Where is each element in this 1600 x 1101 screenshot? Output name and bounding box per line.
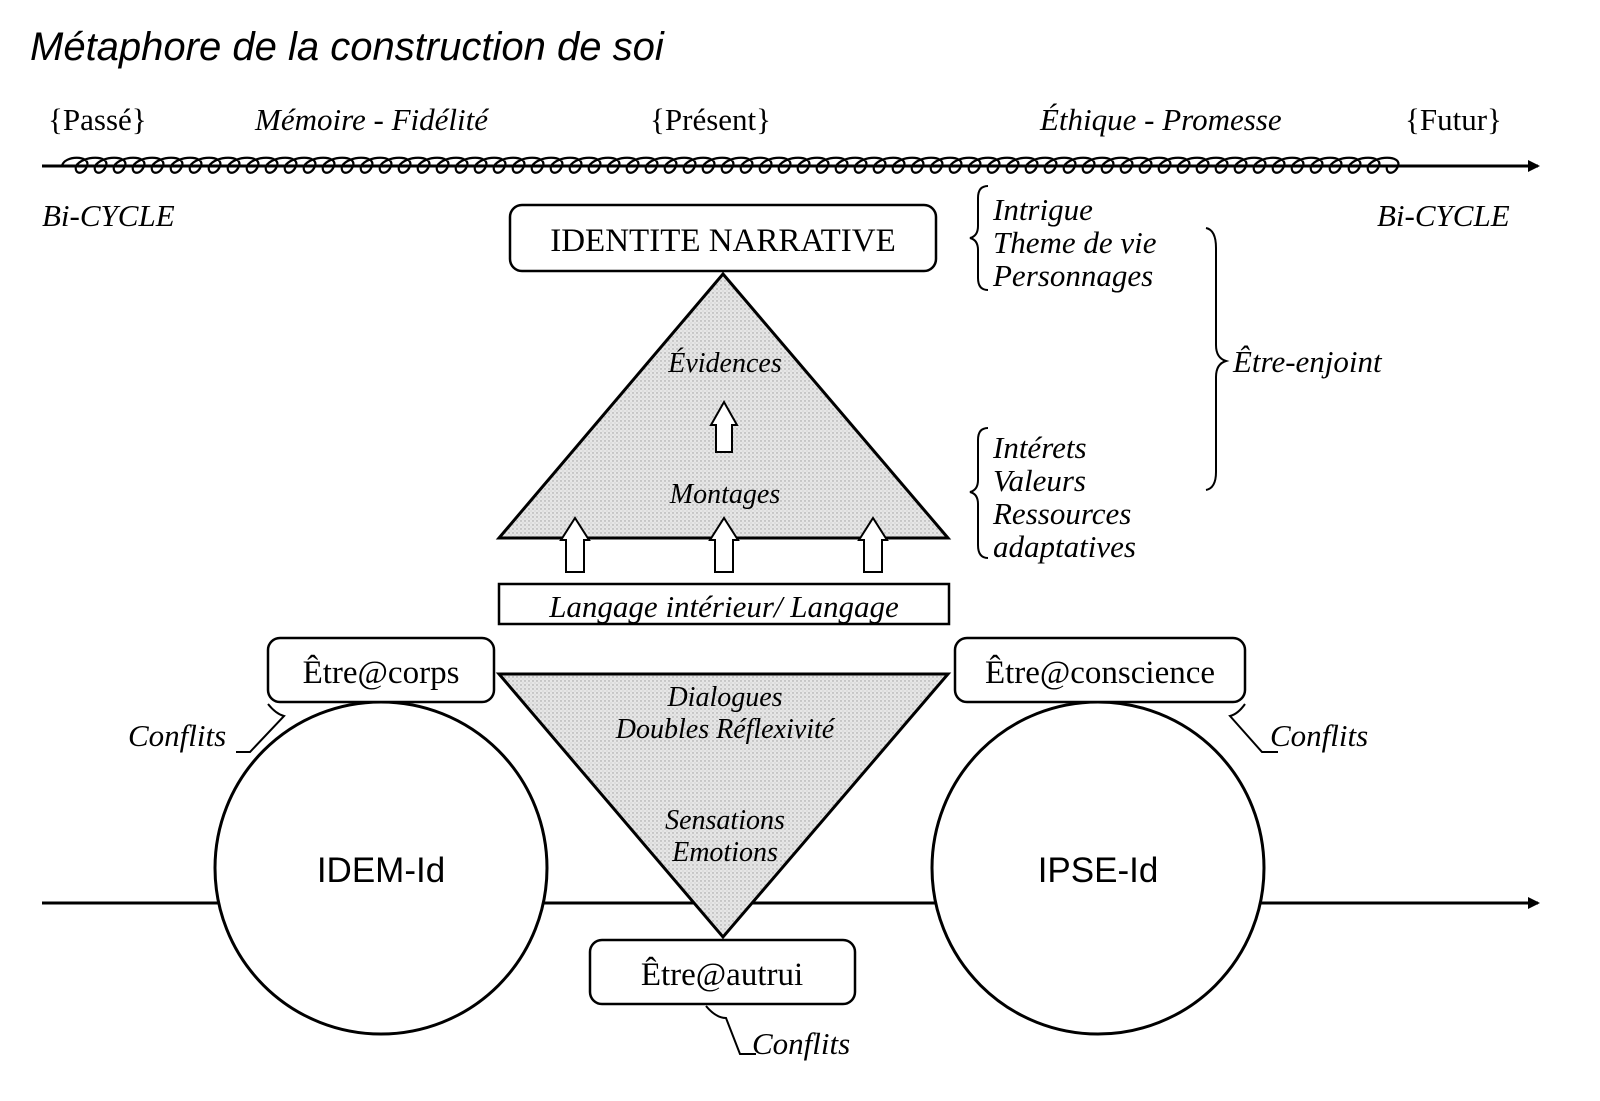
up-arrow-center xyxy=(708,516,740,573)
list-bottom-item-3: Ressources xyxy=(992,496,1131,531)
being-other-label: Être@autrui xyxy=(641,956,803,993)
emotions-label: Emotions xyxy=(671,837,778,868)
being-conscience-box xyxy=(953,636,1247,704)
conflict-connector-right xyxy=(1228,703,1278,753)
memory-fidelity-label: Mémoire - Fidélité xyxy=(254,102,489,137)
being-body-box xyxy=(266,636,496,704)
being-other-box xyxy=(588,938,857,1006)
montages-label: Montages xyxy=(669,479,781,510)
bicycle-loop-path xyxy=(60,156,1400,174)
ethics-promise-label: Éthique - Promesse xyxy=(1039,102,1282,137)
idem-label: IDEM-Id xyxy=(317,851,445,890)
being-conscience-label: Être@conscience xyxy=(985,654,1215,691)
bicycle-loops xyxy=(60,156,1400,174)
list-top-item-1: Intrigue xyxy=(992,192,1093,227)
brace-bottom-list xyxy=(969,427,989,559)
list-bottom-item-4: adaptatives xyxy=(993,529,1136,564)
inner-language-box xyxy=(497,582,951,626)
evidences-label: Évidences xyxy=(667,348,782,379)
bicycle-right-label: Bi-CYCLE xyxy=(1377,198,1510,233)
being-enjoined-label: Être-enjoint xyxy=(1232,344,1383,379)
conflicts-bottom-label: Conflits xyxy=(752,1026,850,1061)
lower-inverted-triangle xyxy=(495,672,952,940)
narrative-identity-box xyxy=(508,203,938,273)
being-body-label: Être@corps xyxy=(303,654,460,691)
narrative-identity-label: IDENTITE NARRATIVE xyxy=(550,223,896,259)
list-bottom-item-2: Valeurs xyxy=(993,463,1086,498)
list-top-item-3: Personnages xyxy=(992,258,1153,293)
conflict-connector-bottom xyxy=(705,1005,756,1055)
past-label: {Passé} xyxy=(48,102,147,137)
list-top-item-2: Theme de vie xyxy=(993,225,1157,260)
double-reflexivity-label: Doubles Réflexivité xyxy=(615,714,836,745)
conflicts-right-label: Conflits xyxy=(1270,718,1368,753)
list-bottom-item-1: Intérets xyxy=(992,430,1087,465)
bicycle-left-label: Bi-CYCLE xyxy=(42,198,175,233)
dialogues-label: Dialogues xyxy=(666,682,782,713)
conflict-connector-left xyxy=(236,703,286,753)
brace-top-list xyxy=(969,185,989,291)
brace-enjoined xyxy=(1205,227,1230,491)
up-arrow-center-top xyxy=(709,399,739,453)
up-arrow-left xyxy=(559,516,591,573)
future-label: {Futur} xyxy=(1405,102,1502,137)
top-timeline xyxy=(42,156,1540,174)
sensations-label: Sensations xyxy=(665,805,785,836)
inner-language-label: Langage intérieur/ Langage xyxy=(548,589,899,624)
ipse-label: IPSE-Id xyxy=(1038,851,1159,890)
up-arrow-right xyxy=(857,516,889,573)
diagram-title: Métaphore de la construction de soi xyxy=(30,25,665,69)
conflicts-left-label: Conflits xyxy=(128,718,226,753)
present-label: {Présent} xyxy=(650,102,771,137)
